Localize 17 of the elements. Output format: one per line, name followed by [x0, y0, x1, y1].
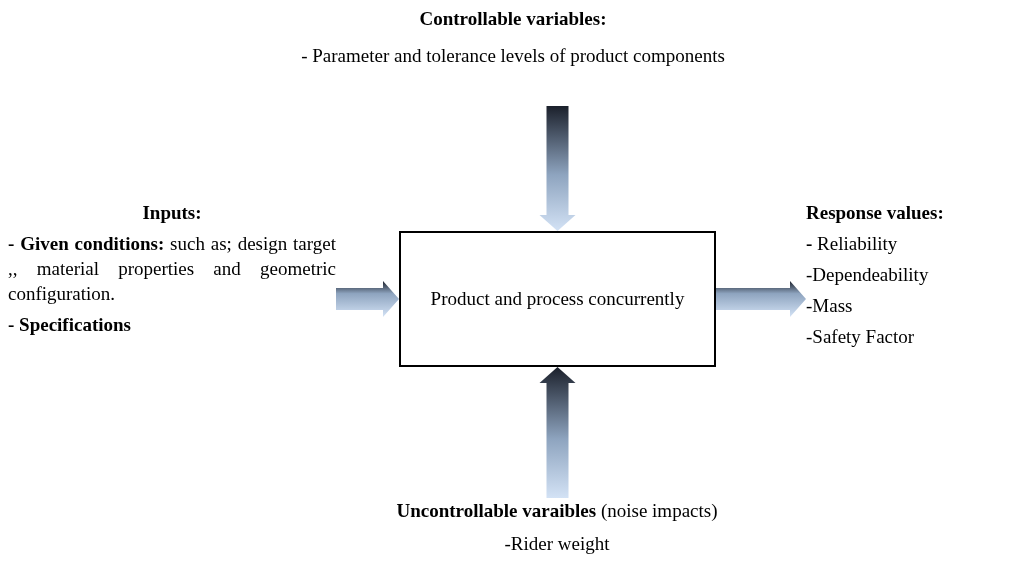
block-arrow	[716, 281, 806, 317]
heading-text: Uncontrollable varaibles (noise impacts)	[395, 499, 719, 523]
body-text: -Dependeability	[806, 263, 930, 287]
block-arrow	[539, 106, 576, 231]
body-text: -Rider weight	[503, 532, 611, 556]
body-text: - Reliability	[806, 232, 899, 256]
body-text: -Mass	[806, 294, 854, 318]
heading-text: Inputs:	[141, 201, 203, 225]
body-text: - Parameter and tolerance levels of product components	[300, 44, 726, 68]
process-box: Product and process concurrently	[399, 231, 716, 367]
body-text: -Safety Factor	[806, 325, 916, 349]
block-arrow	[336, 281, 399, 317]
body-text: - Given conditions: such as; design target ,, material properties and geometric configuration.	[8, 232, 336, 306]
block-arrow	[539, 367, 576, 498]
body-text: - Specifications	[8, 313, 132, 337]
heading-text: Response values:	[806, 201, 945, 225]
heading-text: Controllable variables:	[418, 7, 608, 31]
